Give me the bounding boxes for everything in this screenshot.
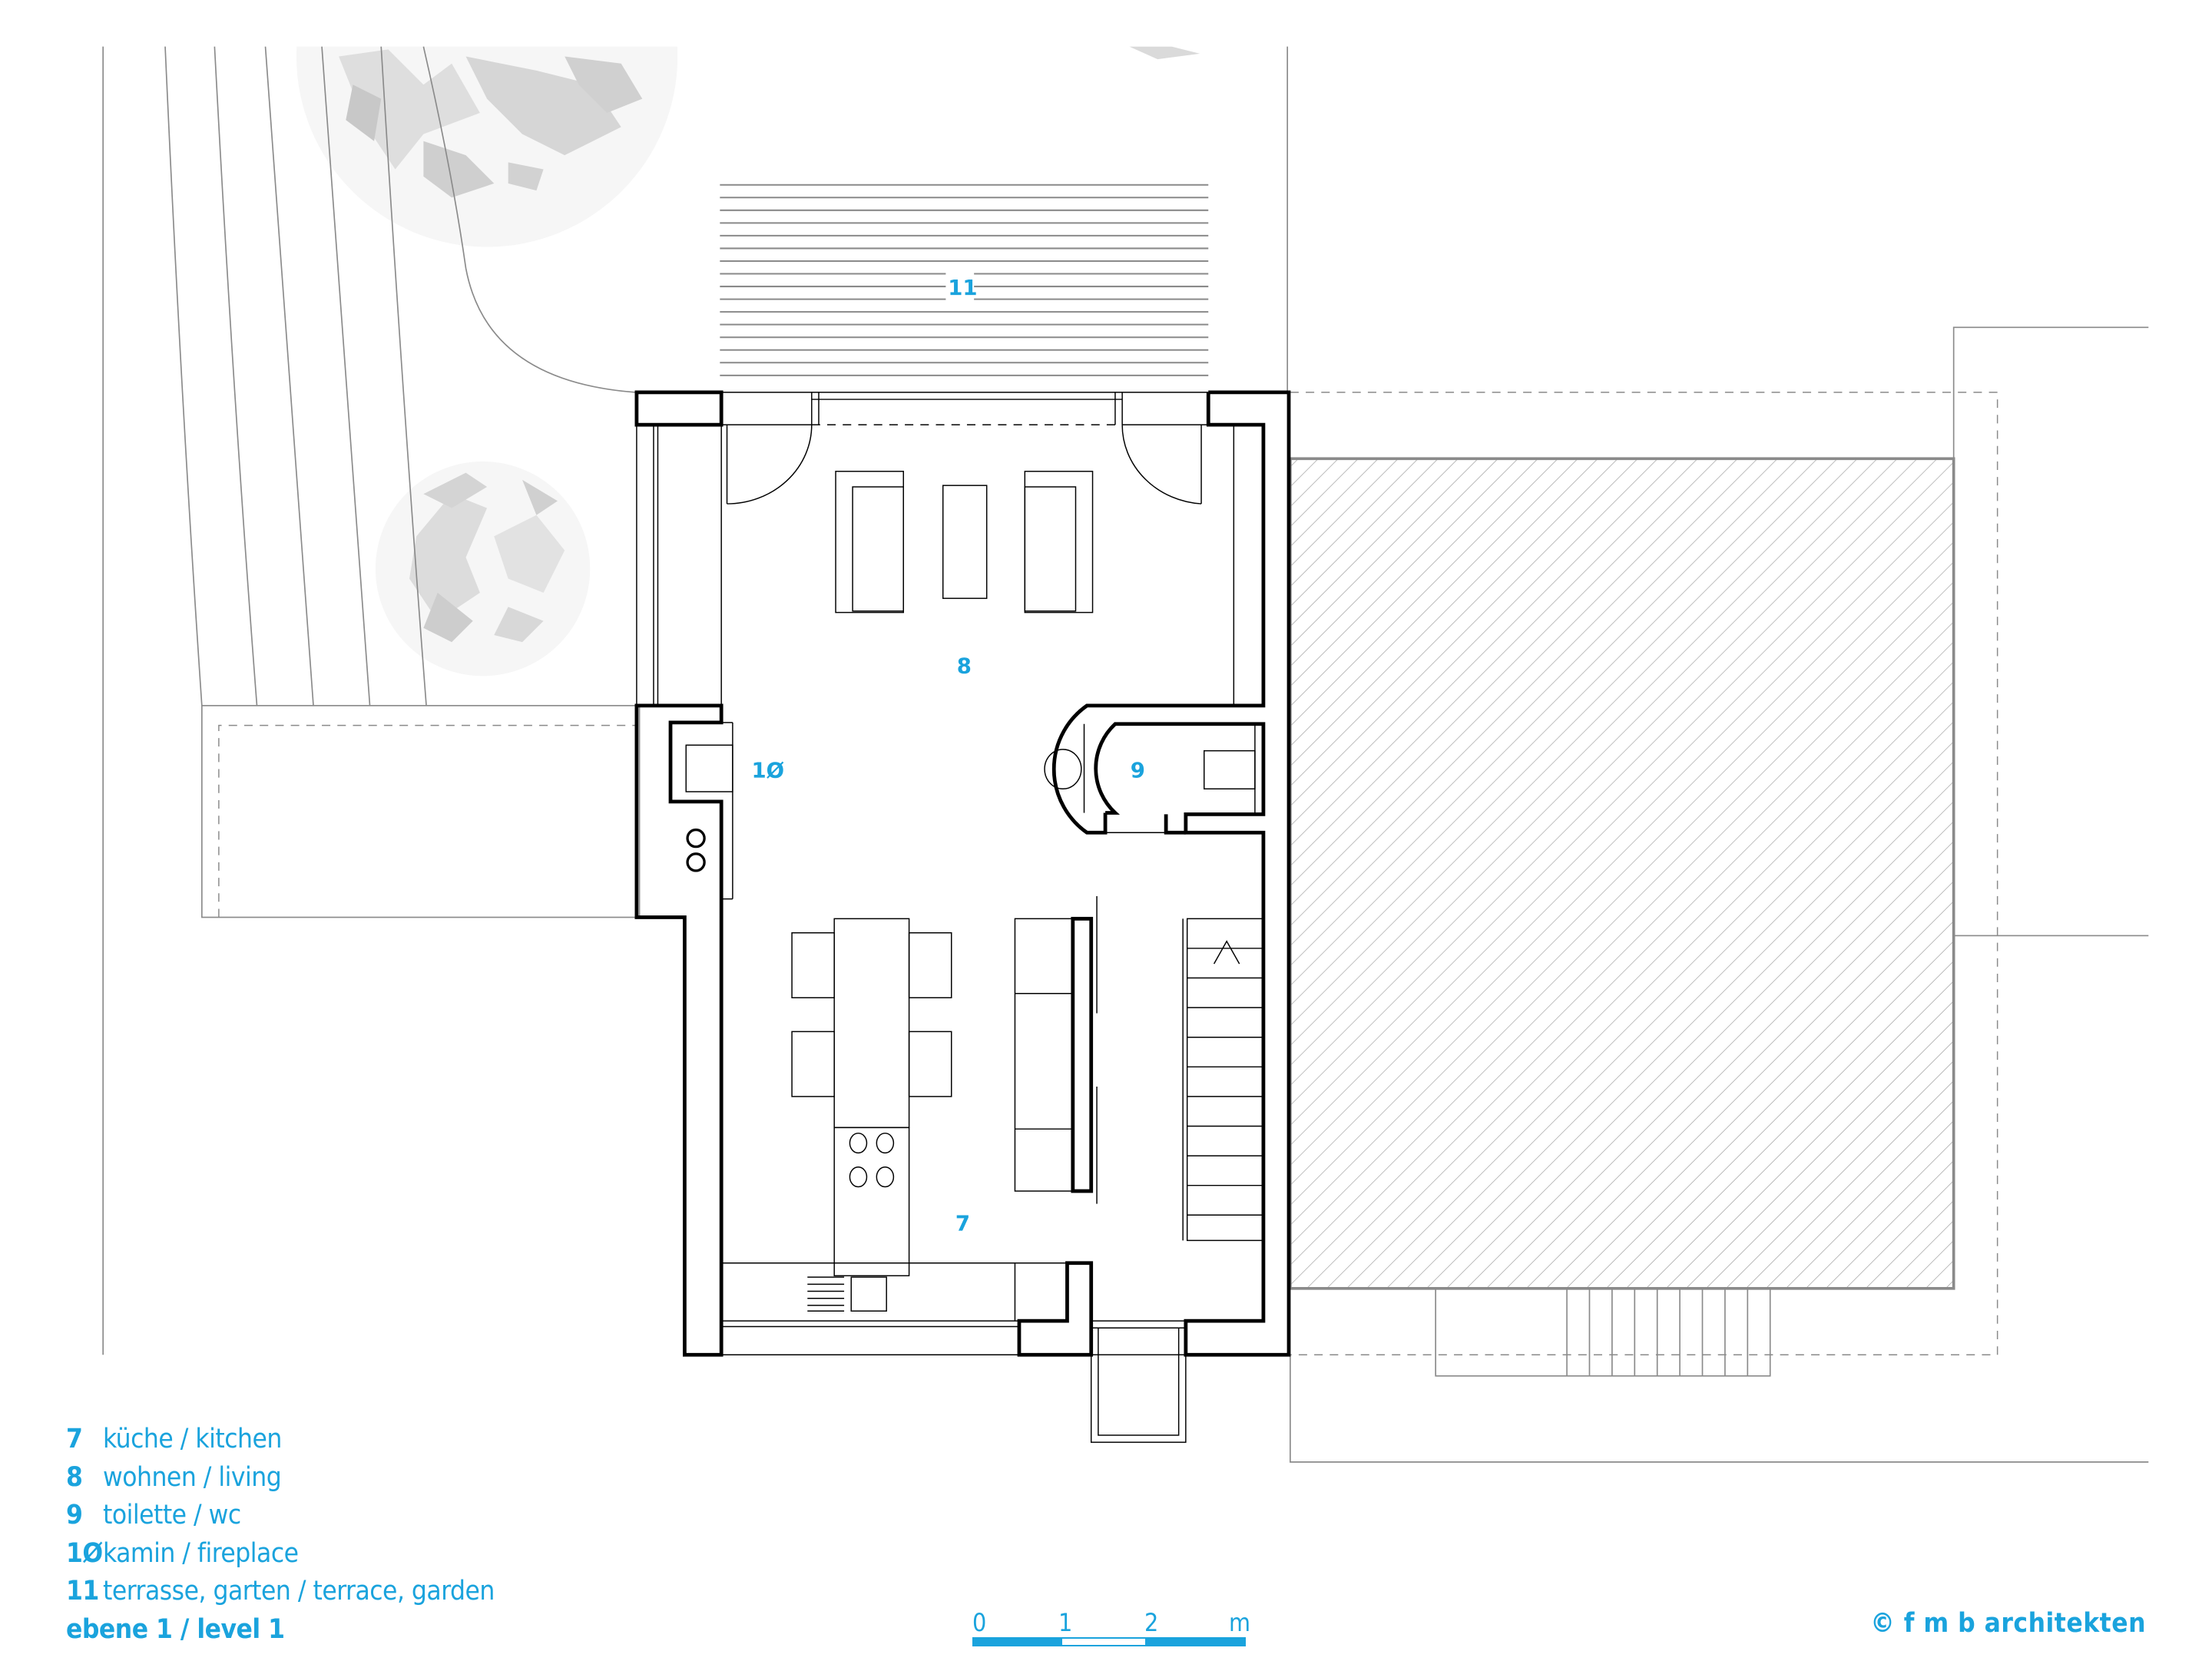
scale-segment <box>1061 1637 1147 1646</box>
legend-number: 1Ø <box>66 1537 103 1569</box>
entrance-steps <box>1090 1320 1187 1443</box>
door-left <box>726 425 813 505</box>
legend-item-kitchen: 7 küche / kitchen <box>66 1421 495 1459</box>
legend-number: 11 <box>66 1576 99 1606</box>
sofa-right <box>1024 471 1094 614</box>
kitchen-counter <box>721 1262 1068 1355</box>
tick-2: 2 <box>1144 1608 1159 1637</box>
scale-segment <box>1147 1637 1246 1646</box>
copyright-notice: © f m b architekten <box>1870 1608 2146 1639</box>
legend-item-fireplace: 1Ø kamin / fireplace <box>66 1535 495 1573</box>
legend-label: kamin / fireplace <box>103 1537 299 1569</box>
tick-unit: m <box>1229 1608 1251 1637</box>
tick-1: 1 <box>1058 1608 1073 1637</box>
house-details <box>636 392 1264 1443</box>
label-kitchen: 7 <box>955 1211 970 1236</box>
tree-left <box>375 461 591 677</box>
wc-fixtures <box>1044 723 1256 833</box>
house-walls <box>634 390 1291 1357</box>
legend-item-terrace: 11 terrasse, garten / terrace, garden <box>66 1573 495 1611</box>
neighbor-entry-steps <box>1566 1288 1749 1376</box>
door-right <box>1121 425 1202 505</box>
level-title: ebene 1 / level 1 <box>66 1613 285 1645</box>
landscape-lines <box>102 46 1288 1355</box>
legend-label: terrasse, garten / terrace, garden <box>103 1576 495 1606</box>
legend-label: wohnen / living <box>103 1461 282 1493</box>
legend-number: 7 <box>66 1424 83 1454</box>
neighbor-building <box>1289 326 2149 1463</box>
scale-segment <box>972 1637 1061 1646</box>
legend-number: 8 <box>66 1461 83 1493</box>
label-wc: 9 <box>1131 759 1145 783</box>
level-label: ebene 1 / level 1 <box>66 1611 495 1649</box>
room-legend: 7 küche / kitchen 8 wohnen / living 9 to… <box>66 1421 495 1649</box>
label-terrace: 11 <box>948 276 977 300</box>
tick-0: 0 <box>972 1608 987 1637</box>
tree-top <box>296 46 1200 247</box>
legend-item-living: 8 wohnen / living <box>66 1459 495 1497</box>
dining-island <box>791 918 952 1277</box>
legend-number: 9 <box>66 1500 83 1530</box>
label-fireplace: 1Ø <box>752 759 785 783</box>
staircase <box>1182 918 1264 1242</box>
room-numbers: 11 8 1Ø 9 7 <box>752 276 1145 1236</box>
scale-segments <box>972 1637 1246 1646</box>
sofa-partition <box>1014 895 1098 1204</box>
legend-label: toilette / wc <box>103 1500 241 1530</box>
legend-item-wc: 9 toilette / wc <box>66 1497 495 1535</box>
fireplace <box>685 722 733 900</box>
stair-direction-icon <box>1213 940 1240 965</box>
label-living: 8 <box>957 654 972 679</box>
coffee-table <box>942 485 988 599</box>
sofa-left <box>835 471 904 614</box>
legend-label: küche / kitchen <box>103 1424 282 1454</box>
terrace-deck <box>720 184 1209 376</box>
